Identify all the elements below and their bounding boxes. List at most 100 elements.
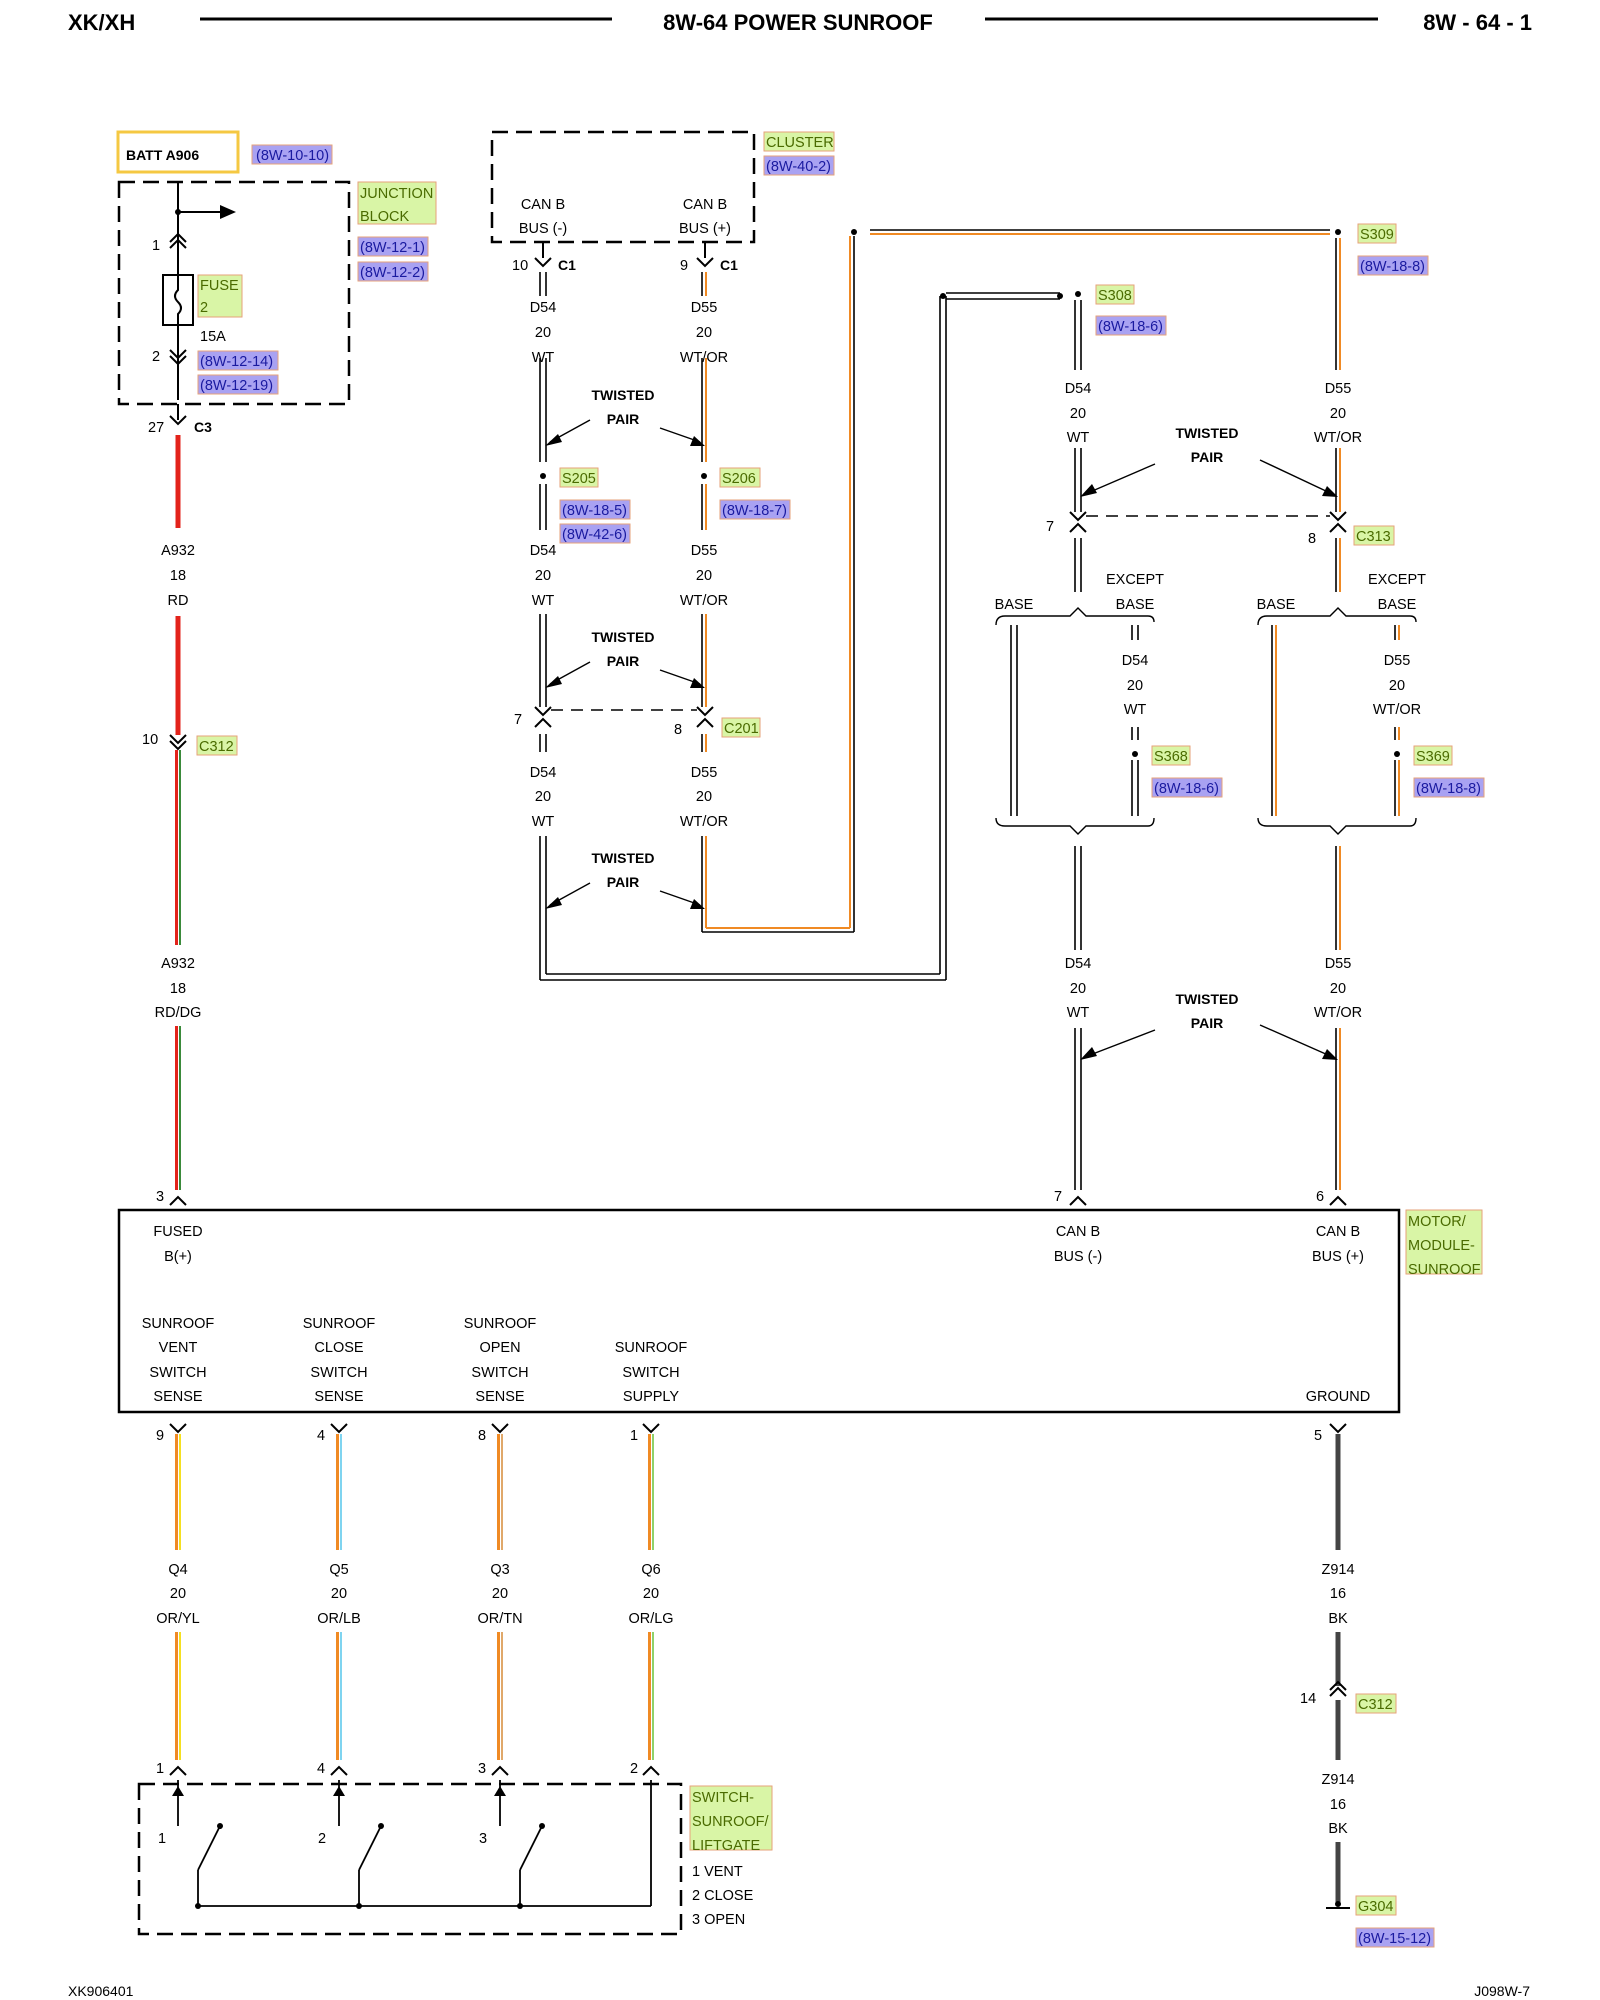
arrow-icon	[690, 899, 705, 909]
close-switch-contact[interactable]	[333, 1780, 384, 1909]
battery-label: BATT A906	[126, 147, 199, 163]
battery-ref[interactable]: (8W-10-10)	[256, 148, 329, 164]
d54-name: D54	[530, 765, 557, 781]
twisted-pair-1b: PAIR	[607, 411, 639, 427]
s308-ref[interactable]: (8W-18-6)	[1098, 319, 1163, 335]
switch-supply-3: SUPPLY	[623, 1389, 679, 1405]
connector-pin-icon	[169, 734, 187, 745]
d55-color: WT/OR	[680, 593, 728, 609]
s309-ref-box	[1357, 255, 1429, 276]
q4-name: Q4	[168, 1562, 187, 1578]
wire-d54-right-upper[interactable]	[1074, 300, 1082, 592]
connector-pin-icon	[642, 1423, 660, 1434]
d55-name: D55	[1325, 956, 1352, 972]
c313-label: C313	[1356, 529, 1391, 545]
wire-d54-except-base[interactable]	[1131, 625, 1139, 816]
s206-ref[interactable]: (8W-18-7)	[722, 503, 787, 519]
sunroof-liftgate-switch: 1 4 3 2 SWITCH- SUNROOF/ LIFTGATE 1 VENT…	[137, 1761, 773, 1936]
arrow-icon	[545, 676, 562, 688]
connector-pin-icon	[169, 238, 187, 249]
z914b-gauge: 16	[1330, 1797, 1346, 1813]
s368-ref[interactable]: (8W-18-6)	[1154, 781, 1219, 797]
d54-name: D54	[530, 543, 557, 559]
g304-ref[interactable]: (8W-15-12)	[1358, 1931, 1431, 1947]
g304-ref-box	[1355, 1927, 1435, 1948]
switch-label-box	[689, 1785, 773, 1851]
splice-dot	[1132, 751, 1138, 757]
wire-d54-base[interactable]	[1010, 625, 1018, 816]
splice-dot	[701, 473, 707, 479]
z914-color: BK	[1328, 1611, 1348, 1627]
arrow-icon	[1080, 484, 1097, 497]
s369-ref[interactable]: (8W-18-8)	[1416, 781, 1481, 797]
can-bus-right: S308 (8W-18-6) S309 (8W-18-8) D54 20 WT …	[995, 223, 1485, 1206]
d55-name: D55	[1384, 653, 1411, 669]
wire-d55-except-base[interactable]	[1394, 625, 1400, 816]
page-number: 8W - 64 - 1	[1423, 10, 1532, 35]
wire-d55-right-lower[interactable]	[1335, 846, 1341, 1190]
cluster-ref[interactable]: (8W-40-2)	[766, 159, 831, 175]
twisted-pointer	[1259, 1024, 1329, 1056]
close-sense-2: CLOSE	[314, 1340, 363, 1356]
q3-gauge: 20	[492, 1586, 508, 1602]
d54-name: D54	[530, 300, 557, 316]
d54-gauge: 20	[1127, 678, 1143, 694]
junction-block-label-1: JUNCTION	[360, 186, 433, 202]
wire-q4[interactable]	[175, 1434, 181, 1760]
module-label-3: SUNROOF	[1408, 1262, 1481, 1278]
switch-legend-close: 2 CLOSE	[692, 1888, 754, 1904]
c201-label: C201	[724, 721, 759, 737]
q6-color: OR/LG	[628, 1611, 673, 1627]
connector-pin-icon	[1329, 1680, 1347, 1691]
page-title: 8W-64 POWER SUNROOF	[663, 10, 933, 35]
c3-pin: 27	[148, 420, 164, 436]
cluster-ref-box	[763, 155, 835, 176]
open-sense-3: SWITCH	[471, 1365, 528, 1381]
vent-sense-3: SWITCH	[149, 1365, 206, 1381]
d55-color: WT/OR	[1314, 1005, 1362, 1021]
wire-d54-left[interactable]	[539, 272, 1060, 981]
sense-wires: 9 4 8 1 Q4 20 OR/YL Q5 20 OR/LB Q3 20 OR…	[156, 1423, 674, 1760]
d55-color: WT/OR	[1373, 702, 1421, 718]
wire-q5[interactable]	[336, 1434, 342, 1760]
z914-gauge: 16	[1330, 1586, 1346, 1602]
connector-pin-icon	[696, 257, 714, 268]
z914b-name: Z914	[1321, 1772, 1354, 1788]
fuse-ref-2[interactable]: (8W-12-19)	[200, 378, 273, 394]
connector-pin-icon	[169, 1765, 187, 1776]
open-switch-contact[interactable]	[494, 1780, 545, 1909]
sheet-code: J098W-7	[1474, 1983, 1530, 1999]
jb-ref-1[interactable]: (8W-12-1)	[360, 240, 425, 256]
vent-switch-contact[interactable]	[172, 1780, 223, 1909]
wire-d54-right-lower[interactable]	[1074, 846, 1082, 1190]
g304-label: G304	[1358, 1899, 1393, 1915]
wire-d55-base[interactable]	[1271, 625, 1277, 816]
jb-ref-2[interactable]: (8W-12-2)	[360, 265, 425, 281]
twisted-pair-3: TWISTED	[592, 850, 655, 866]
drawing-code: XK906401	[68, 1983, 134, 1999]
fuse-rating: 15A	[200, 329, 226, 345]
cluster-can-minus-1: CAN B	[521, 197, 565, 213]
s309-ref[interactable]: (8W-18-8)	[1360, 259, 1425, 275]
sunroof-module: MOTOR/ MODULE- SUNROOF FUSED B(+) CAN B …	[117, 1208, 1483, 1414]
arrow-icon	[690, 678, 705, 688]
connector-pin-icon	[1069, 522, 1087, 533]
wire-q3[interactable]	[497, 1434, 503, 1760]
wire-d55-right-upper[interactable]	[1335, 238, 1341, 592]
s368-ref-box	[1151, 777, 1223, 798]
s205-ref-2[interactable]: (8W-42-6)	[562, 527, 627, 543]
module-label-box	[1405, 1209, 1483, 1275]
battery-ref-box	[251, 144, 333, 165]
wire-a932-color: RD	[168, 593, 189, 609]
open-sense-1: SUNROOF	[464, 1316, 537, 1332]
open-pin: 8	[478, 1428, 486, 1444]
d54-color: WT	[1124, 702, 1147, 718]
fuse-ref-1[interactable]: (8W-12-14)	[200, 354, 273, 370]
d54-name: D54	[1065, 381, 1092, 397]
close-sense-4: SENSE	[314, 1389, 363, 1405]
wire-q6[interactable]	[648, 1434, 654, 1760]
s205-ref-1[interactable]: (8W-18-5)	[562, 503, 627, 519]
connector-pin-icon	[169, 232, 187, 243]
switch-label-1: SWITCH-	[692, 1790, 754, 1806]
c3-label: C3	[194, 419, 212, 435]
